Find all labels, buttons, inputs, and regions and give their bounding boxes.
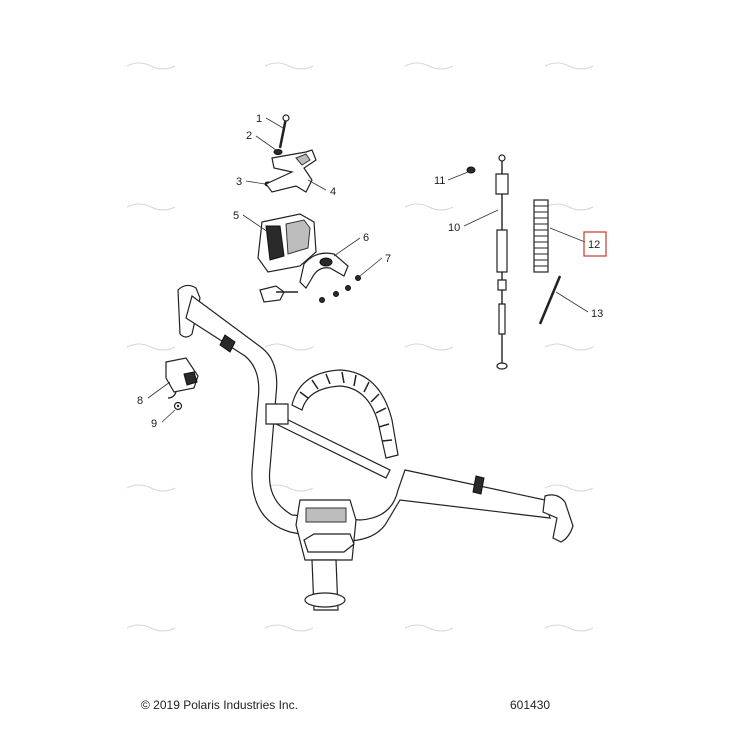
label-11: 11 — [434, 175, 445, 187]
label-3: 3 — [236, 176, 242, 188]
label-6: 6 — [363, 232, 369, 244]
label-5: 5 — [233, 210, 239, 222]
part-13-rod — [538, 275, 562, 325]
part-2-washer — [273, 149, 283, 155]
copyright-notice: © 2019 Polaris Industries Inc. — [141, 698, 298, 712]
diagram-number: 601430 — [510, 698, 551, 712]
label-13: 13 — [591, 308, 603, 320]
part-labels: 1 2 3 4 5 6 7 8 9 10 11 12 13 — [137, 113, 607, 430]
label-2: 2 — [246, 130, 252, 142]
label-10: 10 — [448, 222, 460, 234]
label-1: 1 — [256, 113, 262, 125]
part-11-clip — [466, 166, 476, 174]
part-12-sleeve — [533, 199, 549, 273]
part-6-clamp — [299, 252, 349, 289]
label-12: 12 — [588, 239, 600, 251]
part-5-housing — [257, 213, 317, 303]
handlebar — [177, 284, 574, 611]
label-12-highlight-box — [583, 231, 607, 257]
part-7-screws — [319, 275, 361, 303]
part-8-switch — [165, 357, 199, 399]
label-7: 7 — [385, 253, 391, 265]
label-4: 4 — [330, 186, 336, 198]
label-9: 9 — [151, 418, 157, 430]
part-1-bolt — [278, 114, 290, 149]
part-4-lever-bracket — [265, 149, 317, 193]
watermark-grid — [126, 62, 594, 632]
part-10-cable — [495, 154, 509, 370]
part-9-screw — [173, 401, 183, 411]
leader-lines — [147, 117, 589, 423]
label-8: 8 — [137, 395, 143, 407]
